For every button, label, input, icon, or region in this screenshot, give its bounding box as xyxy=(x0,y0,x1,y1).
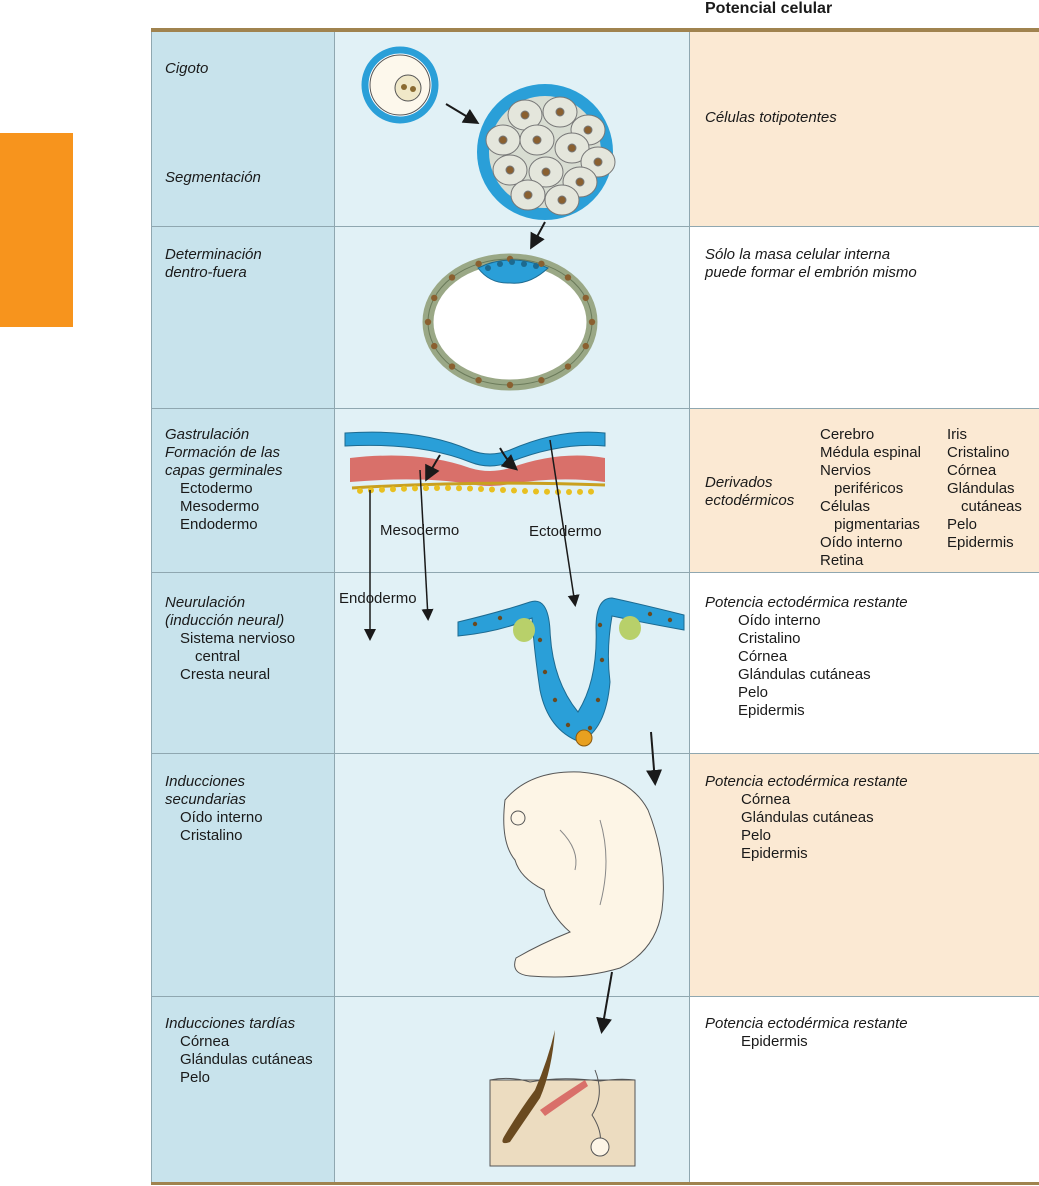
skin-hair-illustration xyxy=(489,1030,636,1167)
blastocyst-illustration xyxy=(422,253,598,391)
stage-neurulation: Neurulación(inducción neural) Sistema ne… xyxy=(165,594,296,683)
row-divider xyxy=(151,226,1039,227)
stage-cleavage: Segmentación xyxy=(165,169,261,186)
row-divider xyxy=(151,408,1039,409)
grid-line xyxy=(689,32,690,1182)
potential-cell-2 xyxy=(690,227,1039,408)
potential-remaining-3: Potencia ectodérmica restante Epidermis xyxy=(705,1015,908,1050)
potential-remaining-1: Potencia ectodérmica restante Oído inter… xyxy=(705,594,908,719)
label-ectoderm: Ectodermo xyxy=(529,523,602,540)
chapter-tab xyxy=(0,133,73,327)
potential-cell-3 xyxy=(690,409,1039,572)
potential-cell-5 xyxy=(690,754,1039,996)
potential-cell-4 xyxy=(690,573,1039,753)
potential-cell-6 xyxy=(690,997,1039,1182)
grid-line xyxy=(334,32,335,1182)
label-mesoderm: Mesodermo xyxy=(380,522,460,539)
arrow xyxy=(530,221,546,250)
row-divider xyxy=(151,753,1039,754)
potential-totipotent: Células totipotentes xyxy=(705,109,837,126)
gastrulation-illustration xyxy=(344,431,606,495)
column-header-potential: Potencial celular xyxy=(705,0,833,17)
neural-tube-illustration xyxy=(457,597,685,747)
embryo-illustration xyxy=(503,771,664,978)
row-divider xyxy=(151,572,1039,573)
arrow xyxy=(445,103,480,125)
potential-cell-1 xyxy=(690,32,1039,226)
bottom-rule xyxy=(151,1182,1039,1185)
top-rule xyxy=(151,28,1039,32)
zygote-illustration xyxy=(361,46,439,124)
stage-column xyxy=(151,32,334,1182)
grid-line xyxy=(151,32,152,1182)
label-endoderm: Endodermo xyxy=(339,590,417,607)
row-divider xyxy=(151,996,1039,997)
stage-zygote: Cigoto xyxy=(165,60,209,77)
morula-illustration xyxy=(477,84,616,220)
